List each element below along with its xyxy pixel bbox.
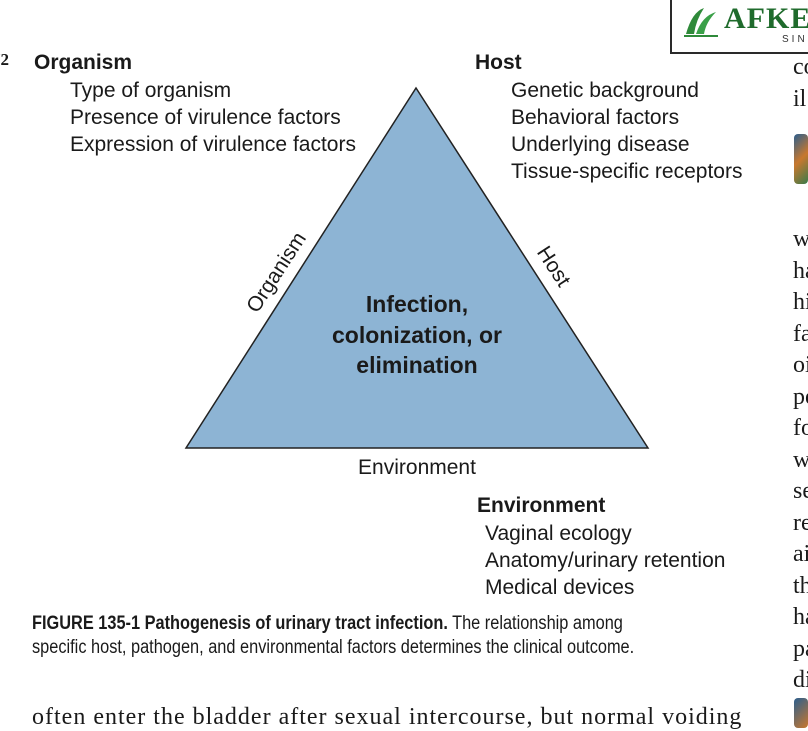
triangle-shape <box>184 86 650 449</box>
host-item: Behavioral factors <box>511 106 680 129</box>
thumbnail-icon <box>794 134 808 184</box>
figure-caption: FIGURE 135-1 Pathogenesis of urinary tra… <box>32 612 660 660</box>
right-column-top: co il <box>793 52 808 115</box>
right-column-line: fo <box>793 415 808 441</box>
organism-item: Expression of virulence factors <box>70 133 356 156</box>
caption-text-1: The relationship among <box>447 613 623 634</box>
right-column-line: pa <box>793 635 808 662</box>
host-item: Genetic background <box>511 79 699 102</box>
logo-subtext: SIN <box>782 34 808 45</box>
right-column-line: ha <box>793 257 808 284</box>
publisher-logo: AFKE SIN <box>670 0 808 54</box>
right-column-body: w ha hi fa oi pe fo w se re ai th ha pa … <box>793 224 808 697</box>
triangle-center-line-3: elimination <box>356 352 477 378</box>
host-list: Genetic background Behavioral factors Un… <box>511 77 742 185</box>
triangle-center-line-1: Infection, <box>366 291 468 317</box>
triangle-center-line-2: colonization, or <box>332 322 502 348</box>
right-column-line: oi <box>793 352 808 378</box>
leaf-logo-icon <box>684 8 718 37</box>
host-item: Underlying disease <box>511 133 690 156</box>
environment-item: Anatomy/urinary retention <box>485 549 726 572</box>
environment-list: Vaginal ecology Anatomy/urinary retentio… <box>485 520 725 601</box>
page-number: 72 <box>0 50 9 69</box>
logo-text: AFKE <box>724 2 808 35</box>
right-column-line: ha <box>793 604 808 630</box>
organism-item: Type of organism <box>70 79 232 102</box>
right-column-line: re <box>793 509 808 536</box>
right-column-line: th <box>793 572 808 599</box>
right-column-line: il <box>793 85 807 112</box>
organism-item: Presence of virulence factors <box>70 106 341 129</box>
right-column-line: hi <box>793 289 808 315</box>
environment-item: Medical devices <box>485 576 635 599</box>
caption-text-2: specific host, pathogen, and environment… <box>32 637 635 658</box>
host-heading: Host <box>475 51 522 74</box>
triangle-bottom-label: Environment <box>358 456 476 479</box>
right-column-line: co <box>793 54 808 80</box>
host-item: Tissue-specific receptors <box>511 160 743 183</box>
right-column-line: ai <box>793 541 808 567</box>
right-column-line: w <box>793 446 808 473</box>
right-column-line: di <box>793 667 808 693</box>
right-column-line: w <box>793 226 808 252</box>
right-column-line: pe <box>793 383 808 410</box>
right-column-line: fa <box>793 320 808 347</box>
environment-item: Vaginal ecology <box>485 522 632 545</box>
thumbnail-icon <box>794 698 808 728</box>
body-text-bottom: often enter the bladder after sexual int… <box>32 704 743 730</box>
caption-title: FIGURE 135-1 Pathogenesis of urinary tra… <box>32 613 448 634</box>
right-column-line: se <box>793 478 808 504</box>
organism-heading: Organism <box>34 51 133 74</box>
environment-heading: Environment <box>477 494 606 517</box>
organism-list: Type of organism Presence of virulence f… <box>70 77 356 158</box>
